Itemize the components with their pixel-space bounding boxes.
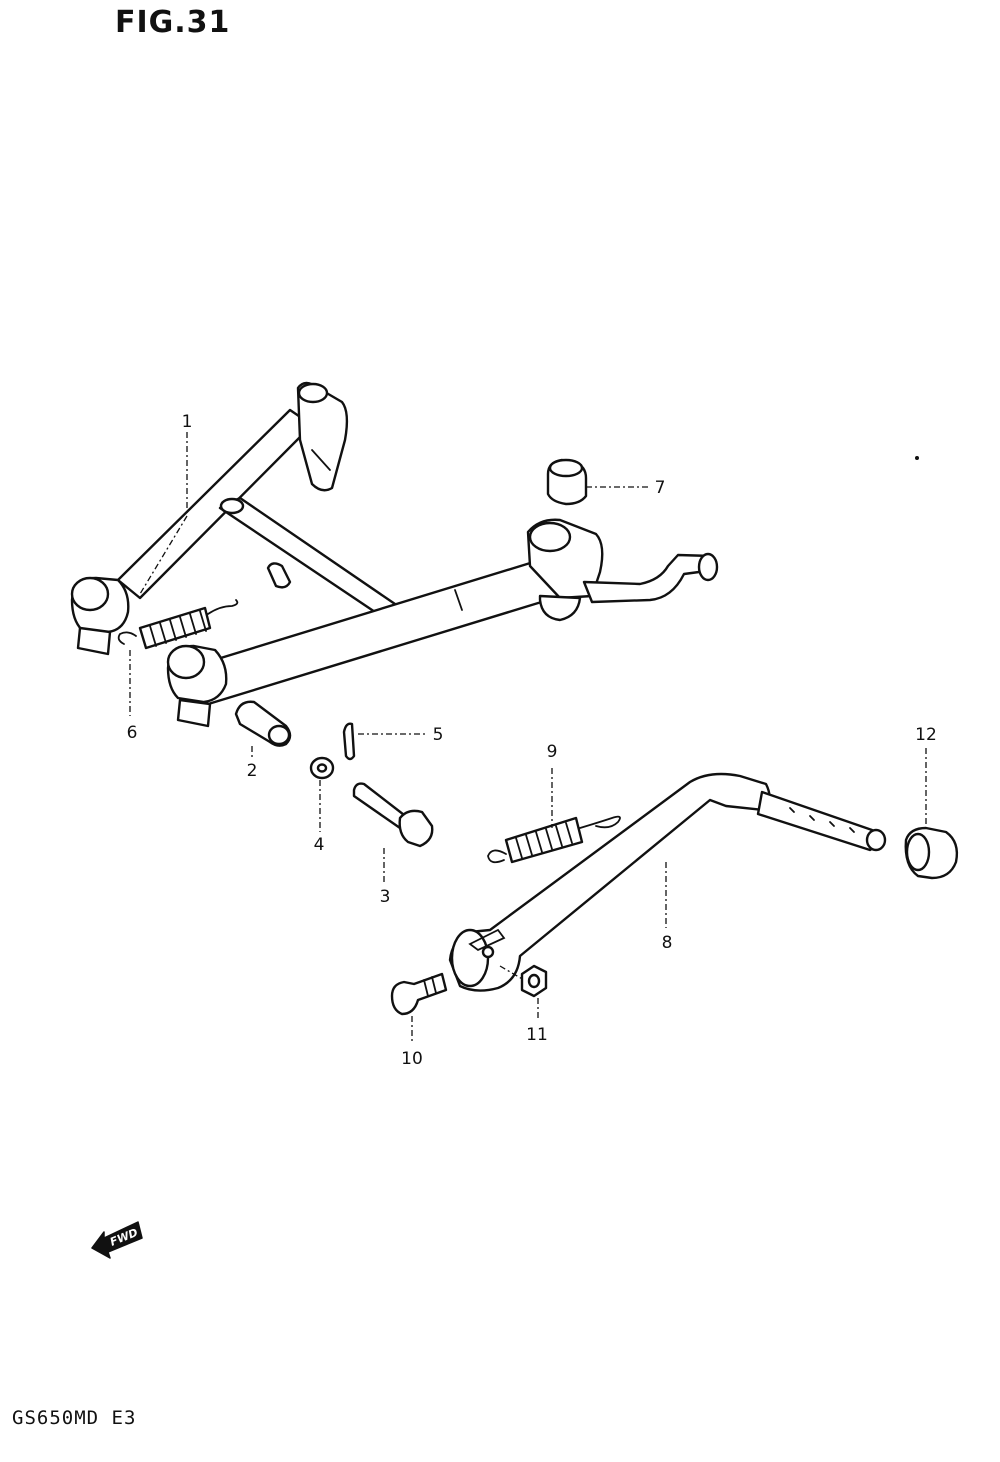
leader-lines — [129, 432, 927, 1044]
callout-12: 12 — [915, 725, 937, 745]
stray-dot — [915, 456, 919, 460]
callout-8: 8 — [662, 933, 673, 953]
spring-icon — [487, 815, 621, 864]
bolt-icon — [352, 782, 434, 848]
washer-icon — [309, 756, 335, 780]
stopper-rubber-icon — [546, 458, 588, 506]
spring-hook-icon — [117, 599, 239, 650]
callout-labels: 1 2 3 4 5 6 7 8 9 10 11 12 — [127, 412, 937, 1069]
model-code: GS650MD E3 — [12, 1407, 137, 1429]
callout-6: 6 — [127, 723, 138, 743]
rubber-cap-icon — [904, 826, 959, 880]
callout-5: 5 — [433, 725, 444, 745]
cotter-pin-icon — [342, 722, 356, 761]
figure-title: FIG.31 — [115, 5, 231, 40]
bushing-icon — [234, 700, 292, 747]
callout-3: 3 — [380, 887, 391, 907]
callout-10: 10 — [401, 1049, 423, 1069]
callout-11: 11 — [526, 1025, 548, 1045]
callout-4: 4 — [314, 835, 325, 855]
pivot-bolt-icon — [390, 972, 448, 1016]
callout-2: 2 — [247, 761, 258, 781]
forward-arrow-icon: FWD — [91, 1221, 143, 1259]
callout-1: 1 — [182, 412, 193, 432]
side-stand-icon — [448, 772, 887, 992]
callout-9: 9 — [547, 742, 558, 762]
center-stand-icon — [70, 381, 719, 728]
callout-7: 7 — [655, 478, 666, 498]
nut-icon — [520, 964, 548, 998]
